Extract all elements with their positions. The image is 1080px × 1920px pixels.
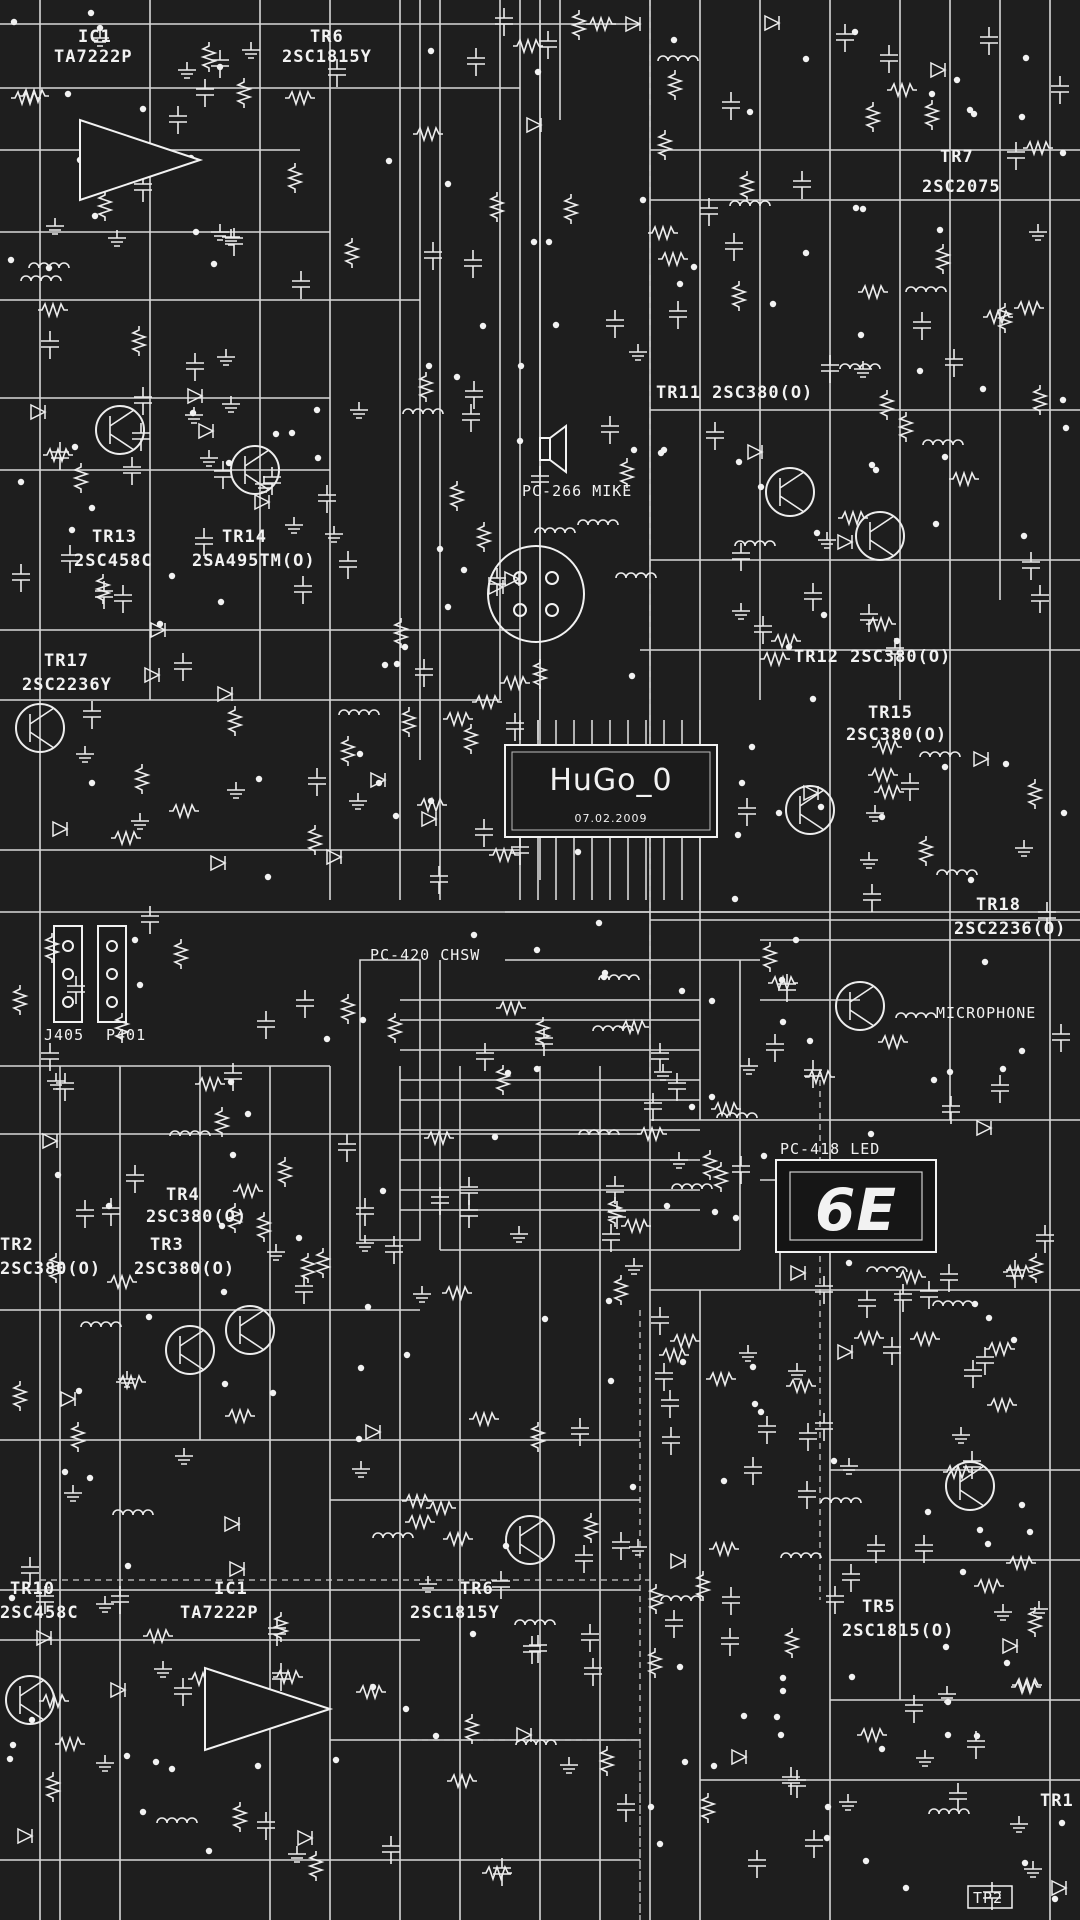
j405-label: J405 [44,1026,84,1044]
tr2-part: 2SC380(O) [0,1259,101,1279]
components [5,8,1070,1910]
tr13-label: TR13 [92,527,137,547]
p401-label: P401 [106,1026,146,1044]
tr1-label: TR1 [1040,1791,1074,1811]
connectors [53,424,585,1023]
designator-labels: IC1 TA7222P TR6 2SC1815Y TR7 2SC2075 TR1… [0,27,1074,1909]
tr18-part: 2SC2236(O) [954,919,1066,939]
tr12-label: TR12 2SC380(O) [794,647,951,667]
tr4-part: 2SC380(O) [146,1207,247,1227]
ic1-bottom-label: IC1 [214,1579,248,1599]
tr10-label: TR10 [10,1579,55,1599]
led-display: 6E PC-418 LED [775,1140,937,1253]
tr6-bottom-part: 2SC1815Y [410,1603,500,1623]
ic1-top-label: IC1 [78,27,112,47]
ic1-top-part: TA7222P [54,47,133,67]
tr7-label: TR7 [940,147,974,167]
tr2-label: TR2 [0,1235,34,1255]
pc420-label: PC-420 CHSW [370,946,480,964]
led-label: PC-418 LED [780,1140,880,1158]
tp2-label: TP2 [973,1889,1003,1907]
tr15-part: 2SC380(O) [846,725,947,745]
tr18-label: TR18 [976,895,1021,915]
tr4-label: TR4 [166,1185,200,1205]
tr7-part: 2SC2075 [922,177,1001,197]
amplifier-symbols [79,118,334,1752]
tr6-top-label: TR6 [310,27,344,47]
tr3-part: 2SC380(O) [134,1259,235,1279]
chip-name: HuGo_0 [549,763,672,798]
tr17-label: TR17 [44,651,89,671]
hugo-chip: HuGo_0 07.02.2009 [504,744,718,838]
tr11-label: TR11 2SC380(O) [656,383,813,403]
pc266-label: PC-266 MIKE [522,482,632,500]
tr6-bottom-label: TR6 [460,1579,494,1599]
tr5-label: TR5 [862,1597,896,1617]
tr14-part: 2SA495TM(O) [192,551,316,571]
tr3-label: TR3 [150,1235,184,1255]
tr10-part: 2SC458C [0,1603,79,1623]
board-outlines [40,0,821,1920]
tr6-top-part: 2SC1815Y [282,47,372,67]
tr13-part: 2SC458C [74,551,153,571]
tr17-part: 2SC2236Y [22,675,112,695]
tr14-label: TR14 [222,527,267,547]
led-digits: 6E [815,1176,897,1244]
microphone-label: MICROPHONE [936,1004,1036,1022]
ic1-bottom-part: TA7222P [180,1603,259,1623]
tr15-label: TR15 [868,703,913,723]
tr5-part: 2SC1815(O) [842,1621,954,1641]
chip-date: 07.02.2009 [575,812,648,825]
